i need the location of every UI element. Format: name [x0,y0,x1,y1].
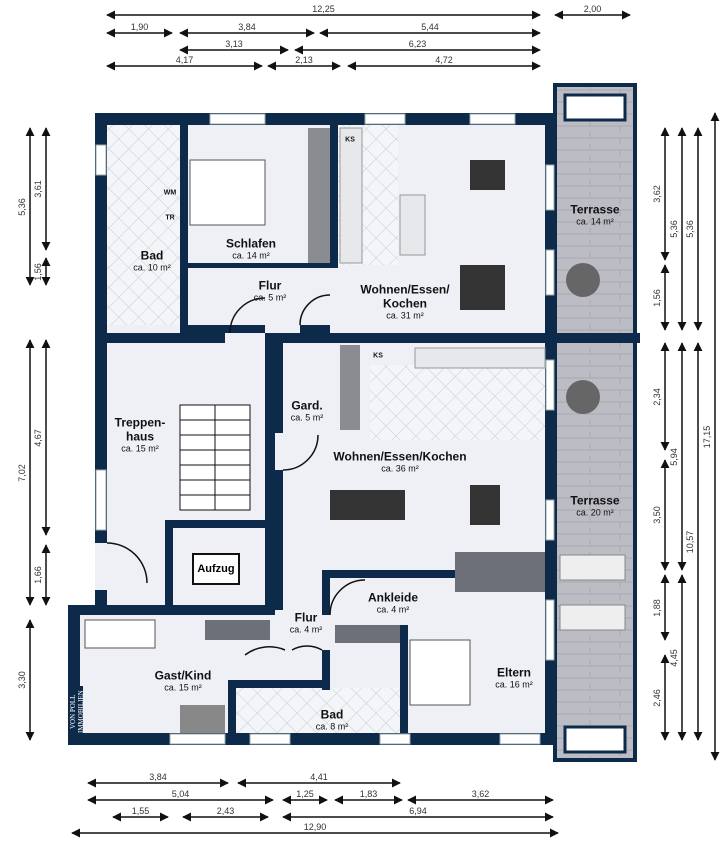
room-name: Terrasse [570,493,620,508]
room-name: Treppen- [114,415,166,430]
dimension-label: 12,90 [303,822,327,832]
dimension-label: 1,55 [131,806,150,816]
windows [95,113,555,745]
dimension-label: 3,62 [652,185,662,203]
dimension-label: 3,50 [652,506,662,524]
room-area: ca. 4 m² [289,624,323,635]
room-area: ca. 10 m² [133,262,171,273]
room-area: ca. 14 m² [576,216,614,227]
doors [106,294,366,656]
room-area: ca. 36 m² [381,463,419,474]
dimension-label: 3,61 [33,180,43,198]
dimension-label: 2,13 [295,55,313,65]
dimension-label: 7,02 [17,463,27,482]
room-name: Flur [294,610,318,625]
fridge-label: KS [345,136,355,144]
room-name: Gard. [291,398,323,413]
room-name: Eltern [496,665,532,680]
room-name: Flur [258,278,282,293]
room-name: Schlafen [225,236,277,251]
dimension-label: 1,83 [359,789,378,799]
dimension-label: 3,84 [238,22,256,32]
von-poll-logo: VON POLL IMMOBILIEN [69,686,85,738]
dimension-label: 17,15 [702,425,712,448]
dimension-label: 4,45 [669,648,679,667]
room-area: ca. 4 m² [376,604,410,615]
dimension-label: 5,36 [17,197,27,216]
dryer-label: TR [165,214,175,222]
washer-label: WM [163,189,177,197]
dimension-label: 5,44 [421,22,439,32]
dimension-label: 1,56 [652,288,662,307]
dimension-label: 1,66 [33,566,43,584]
dimension-label: 3,30 [17,671,27,689]
dimension-label: 3,84 [149,772,167,782]
dimension-label: 2,46 [652,688,662,707]
room-area: ca. 14 m² [232,250,270,261]
dimension-label: 12,25 [312,4,335,14]
room-name: Wohnen/Essen/ [360,282,450,297]
room-area: ca. 8 m² [315,721,349,732]
dimension-label: 4,17 [175,55,194,65]
dimension-label: 5,36 [669,220,679,238]
room-name: Wohnen/Essen/Kochen [333,449,467,464]
dimension-label: 1,88 [652,598,662,617]
room-name: Terrasse [570,202,620,217]
room-area: ca. 15 m² [164,682,202,693]
dimension-lines [25,10,720,838]
dimension-label: 5,36 [685,220,695,238]
credit-text: Immogrundriss [432,746,485,755]
room-name: Ankleide [367,590,419,605]
room-area: ca. 5 m² [253,292,287,303]
dimension-label: 4,67 [33,428,43,447]
room-gard: Gard.ca. 5 m² [291,399,324,424]
dimension-label: 2,34 [652,387,662,406]
staircase [179,404,251,511]
room-name: haus [125,429,155,444]
room-area: ca. 15 m² [121,443,159,454]
dimension-label: 4,41 [310,772,328,782]
dimension-label: 1,56 [33,262,43,281]
fridge-label: KS [373,352,383,360]
dimension-label: 3,62 [471,789,490,799]
dimension-label: 6,94 [409,806,427,816]
room-name: Bad [320,707,344,722]
dimension-label: 10,57 [685,530,695,553]
dimension-label: 2,43 [216,806,235,816]
room-area: ca. 16 m² [495,679,533,690]
room-area: ca. 5 m² [290,412,324,423]
bad-tiles [107,125,180,325]
dimension-label: 2,00 [583,4,602,14]
furniture [84,127,626,733]
room-name: Kochen [382,296,428,311]
dimension-label: 4,72 [435,55,453,65]
dimension-label: 1,90 [130,22,149,32]
room-area: ca. 31 m² [386,310,424,321]
dimension-label: 5,04 [171,789,190,799]
dimension-label: 1,25 [296,789,314,799]
room-name: Bad [140,248,164,263]
terrace [553,83,637,762]
room-area: ca. 20 m² [576,507,614,518]
room-name: Gast/Kind [154,668,212,683]
dimension-label: 5,94 [669,447,679,466]
elevator: Aufzug [192,553,240,585]
dimension-label: 3,13 [225,39,243,49]
dimension-label: 6,23 [408,39,427,49]
